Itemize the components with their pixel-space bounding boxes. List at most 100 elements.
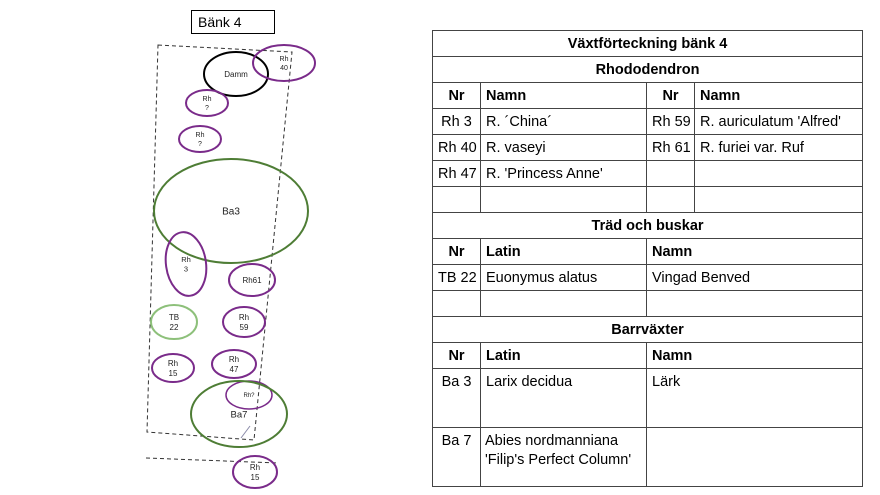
- plant-circle: [153, 158, 309, 264]
- column-header: Namn: [480, 82, 647, 109]
- plant-label: Rh?: [243, 393, 255, 399]
- column-header: Latin: [480, 238, 647, 265]
- table-cell: R. auriculatum 'Alfred': [693, 108, 864, 135]
- column-header-row: Nr Latin Namn: [432, 238, 864, 265]
- plant-circle: [232, 455, 278, 489]
- plant-label: ?: [205, 105, 209, 112]
- section-heading: Rhododendron: [431, 56, 864, 83]
- plant-marker-ba3: Ba3: [153, 158, 309, 264]
- table-cell: [646, 186, 695, 213]
- table-cell: TB 22: [432, 264, 481, 291]
- table-cell: [645, 427, 864, 487]
- plant-label: 47: [230, 365, 239, 374]
- plant-label: Rh: [196, 132, 205, 139]
- plant-marker-rh40: Rh 40: [252, 44, 316, 82]
- bed-map: DammRh40Rh?Rh?Ba3Rh3Rh61TB22Rh59Rh15Rh47…: [145, 44, 316, 489]
- bed-title: Bänk 4: [191, 10, 275, 34]
- plant-label: Rh: [250, 463, 260, 472]
- table-cell: [693, 186, 864, 213]
- column-header-row: Nr Latin Namn: [432, 342, 864, 369]
- table-row: Rh 47 R. 'Princess Anne': [432, 160, 864, 187]
- plant-label: 59: [240, 323, 249, 332]
- plant-circle: [228, 263, 276, 297]
- table-row: TB 22 Euonymus alatus Vingad Benved: [432, 264, 864, 291]
- table-cell: Rh 40: [432, 134, 481, 161]
- table-cell: [480, 290, 647, 317]
- plant-circle: [222, 306, 266, 338]
- table-cell: Vingad Benved: [645, 264, 864, 291]
- plant-marker-ba7: Ba7: [190, 380, 288, 448]
- plant-circle: [150, 304, 198, 340]
- plant-label: Rh: [203, 96, 212, 103]
- table-cell: R. furiei var. Ruf: [693, 134, 864, 161]
- table-cell: Euonymus alatus: [480, 264, 647, 291]
- table-row: [432, 290, 864, 317]
- plant-label: 3: [184, 264, 188, 273]
- plant-marker-damm: Damm: [203, 51, 269, 97]
- plant-circle: [203, 51, 269, 97]
- section-header-row: Barrväxter: [431, 316, 864, 343]
- plant-label: TB: [169, 313, 179, 322]
- table-cell: Rh 3: [432, 108, 481, 135]
- section-heading: Barrväxter: [431, 316, 864, 343]
- table-cell: Abies nordmanniana 'Filip's Perfect Colu…: [480, 427, 647, 487]
- plant-label: Damm: [224, 70, 248, 79]
- plant-circle: [178, 125, 222, 153]
- plant-label: Rh: [181, 255, 191, 264]
- column-header-row: Nr Namn Nr Namn: [432, 82, 864, 109]
- table-cell: [645, 290, 864, 317]
- plant-label: Rh61: [242, 276, 262, 285]
- column-header: Nr: [432, 342, 481, 369]
- table-cell: [480, 186, 647, 213]
- table-cell: Ba 3: [432, 368, 481, 428]
- section-heading: Träd och buskar: [431, 212, 864, 239]
- column-header: Namn: [645, 342, 864, 369]
- table-cell: Larix decidua: [480, 368, 647, 428]
- plant-label: Rh: [239, 313, 249, 322]
- plant-label: Rh: [229, 355, 239, 364]
- table-title: Växtförteckning bänk 4: [431, 30, 864, 57]
- table-cell: [693, 160, 864, 187]
- table-cell: [432, 290, 481, 317]
- column-header: Nr: [646, 82, 695, 109]
- table-title-row: Växtförteckning bänk 4: [431, 30, 864, 57]
- plant-marker-rh3: Rh3: [164, 231, 208, 297]
- plant-label: 15: [251, 473, 260, 482]
- table-cell: [432, 186, 481, 213]
- table-cell: R. 'Princess Anne': [480, 160, 647, 187]
- plant-circle: [185, 89, 229, 117]
- table-cell: R. ´China´: [480, 108, 647, 135]
- plant-circle: [190, 380, 288, 448]
- table-cell: Rh 59: [646, 108, 695, 135]
- table-row: Ba 3 Larix decidua Lärk: [432, 368, 864, 428]
- table-cell: [646, 160, 695, 187]
- table-cell: Ba 7: [432, 427, 481, 487]
- plant-label: Ba3: [222, 207, 240, 218]
- plant-label: Ba7: [231, 409, 248, 420]
- table-row: Rh 40 R. vaseyi Rh 61 R. furiei var. Ruf: [432, 134, 864, 161]
- plant-label: Rh: [280, 56, 289, 63]
- section-header-row: Träd och buskar: [431, 212, 864, 239]
- plant-label: 15: [169, 369, 178, 378]
- ba7-pointer-line: [240, 425, 251, 439]
- plant-marker-rhq2: Rh?: [178, 125, 222, 153]
- table-row: Ba 7 Abies nordmanniana 'Filip's Perfect…: [432, 427, 864, 487]
- column-header: Latin: [480, 342, 647, 369]
- plant-circle: [151, 353, 195, 383]
- table-cell: R. vaseyi: [480, 134, 647, 161]
- column-header: Nr: [432, 82, 481, 109]
- plant-label: 40: [280, 65, 288, 72]
- plant-marker-rhq1: Rh?: [185, 89, 229, 117]
- plant-circle: [211, 349, 257, 379]
- table-cell: Rh 61: [646, 134, 695, 161]
- latin-name-text: Abies nordmanniana 'Filip's Perfect Colu…: [485, 433, 632, 468]
- plant-marker-rh61: Rh61: [228, 263, 276, 297]
- column-header: Nr: [432, 238, 481, 265]
- column-header: Namn: [645, 238, 864, 265]
- plant-circle: [252, 44, 316, 82]
- column-header: Namn: [693, 82, 864, 109]
- plant-label: 22: [170, 323, 179, 332]
